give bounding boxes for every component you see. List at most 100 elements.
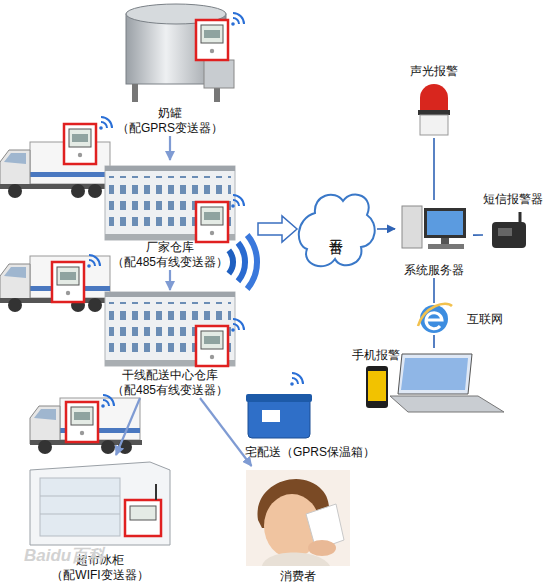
warehouse-building: [105, 166, 244, 242]
node-label: 系统服务器: [404, 263, 464, 278]
supermarket-fridge-part: [130, 506, 156, 520]
node-label: （配485有线变送器）: [112, 255, 228, 270]
supermarket-fridge-part: [125, 500, 161, 536]
supermarket-fridge: [30, 462, 170, 545]
server-computer-part: [428, 244, 464, 249]
insulated-box: [246, 373, 312, 438]
node-label: 厂家仓库: [146, 240, 194, 255]
flow-arrow: [200, 398, 252, 466]
insulated-box-part: [262, 410, 280, 422]
flow-arrow: [116, 398, 140, 455]
phone-laptop-part: [368, 371, 386, 401]
delivery-truck: [0, 117, 112, 198]
insulated-box-part: [246, 394, 312, 402]
sms-alarm-device-part: [519, 212, 522, 222]
flow-arrow: [169, 270, 171, 290]
server-computer-part: [424, 208, 466, 238]
delivery-truck-part: [66, 395, 114, 442]
connector-line: [433, 278, 435, 303]
node-label: 奶罐: [158, 106, 182, 121]
server-node: 系统服务器: [395, 200, 473, 278]
warehouse-node: 干线配送中心仓库（配485有线变送器）: [95, 290, 245, 398]
insulated-box-part: [248, 398, 310, 438]
wireless-waves-part: [229, 250, 233, 273]
internet-node: 互联网: [415, 303, 503, 335]
phone-laptop-part: [401, 358, 468, 390]
warehouse-node: 厂家仓库（配485有线变送器）: [95, 160, 245, 270]
siren-light-part: [418, 110, 450, 115]
node-label: （配GPRS变送器）: [117, 121, 223, 136]
node-label: 互联网: [467, 312, 503, 327]
server-computer: [402, 206, 466, 249]
node-label: 消费者: [280, 569, 316, 584]
phone-laptop-part: [366, 366, 388, 408]
siren-light-part: [420, 115, 448, 135]
delivery-truck: [0, 255, 112, 312]
insulated-box-part: [290, 382, 294, 386]
warehouse-building-part: [196, 319, 244, 366]
phone-laptop-part: [390, 396, 504, 412]
server-computer-part: [427, 211, 463, 235]
phone-laptop-part: [398, 354, 472, 394]
wireless-waves-part: [258, 216, 297, 242]
delivery-truck-part: [0, 256, 112, 312]
delivery-truck-part: [64, 117, 112, 164]
node-label: 手机报警: [352, 348, 400, 363]
milk-tank: [126, 4, 244, 102]
warehouse-building: [105, 292, 244, 366]
delivery-box-node: 宅配送（GPRS保温箱）: [235, 376, 385, 460]
flow-arrow: [377, 228, 395, 230]
consumer-photo-part: [308, 540, 336, 556]
phone-laptop: [366, 354, 504, 412]
wireless-waves-part: [247, 235, 257, 289]
node-label: 干线配送中心仓库: [122, 368, 218, 383]
sms-alarm-device-part: [492, 222, 526, 248]
connector-line: [473, 234, 483, 236]
consumer-node: 消费者: [240, 466, 355, 584]
consumer-photo-part: [246, 470, 350, 566]
node-label: （配WIFI变送器）: [51, 568, 148, 583]
sms-alarm-device-part: [498, 228, 512, 236]
sms-alarm-device: [492, 212, 526, 248]
tank-node: 奶罐（配GPRS变送器）: [100, 0, 240, 136]
internet-globe-part: [426, 313, 442, 329]
consumer-photo: [246, 470, 350, 566]
internet-globe: [418, 304, 452, 333]
supermarket-fridge-part: [40, 496, 120, 497]
delivery-truck-part: [52, 255, 100, 302]
cloud-node: 云平台: [295, 185, 377, 273]
cloud-outline: [299, 194, 375, 266]
mobile-alarm-node: 手机报警: [352, 348, 512, 416]
node-label: （配485有线变送器）: [112, 383, 228, 398]
supermarket-fridge-part: [155, 484, 157, 500]
internet-globe-part: [418, 304, 452, 326]
supermarket-fridge-part: [40, 478, 120, 536]
insulated-box-part: [292, 373, 303, 384]
server-computer-part: [441, 238, 449, 244]
server-computer-part: [402, 206, 422, 248]
warehouse-building-part: [196, 195, 244, 242]
wireless-waves-part: [238, 243, 245, 282]
node-label: 宅配送（GPRS保温箱）: [245, 445, 375, 460]
sms-alarm-node: 短信报警器: [483, 192, 543, 252]
wireless-waves: [229, 216, 297, 289]
milk-tank-part: [204, 60, 234, 88]
node-label: 声光报警: [410, 64, 458, 79]
connector-line: [433, 335, 435, 348]
supermarket-fridge-part: [30, 462, 170, 545]
cloud-shape: [295, 185, 377, 273]
siren-light: [418, 84, 450, 135]
supermarket-fridge-part: [40, 514, 120, 515]
node-label: 短信报警器: [483, 192, 543, 207]
internet-globe-part: [420, 305, 448, 333]
delivery-truck: [30, 395, 142, 454]
siren-light-part: [420, 84, 448, 112]
milk-tank-part: [132, 84, 138, 102]
watermark: Baidu百科: [24, 544, 105, 567]
flow-arrow: [169, 136, 171, 160]
alarm-node: 声光报警: [394, 64, 474, 138]
connector-line: [433, 138, 435, 200]
